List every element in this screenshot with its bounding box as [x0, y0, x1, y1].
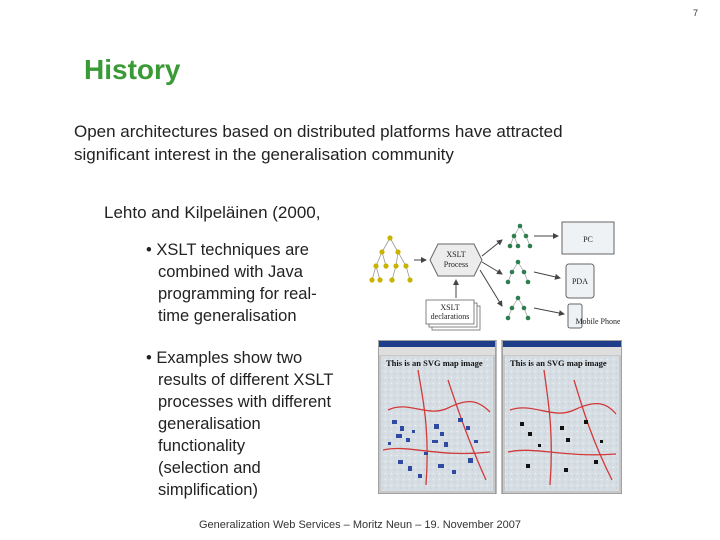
bullet-line: generalisation — [158, 415, 261, 433]
svg-map-screenshots: This is an SVG map image This is an SVG … — [378, 340, 622, 494]
map-caption-right: This is an SVG map image — [510, 358, 607, 368]
source-tree-icon — [369, 235, 413, 283]
pc-label: PC — [583, 235, 593, 244]
map-caption-left: This is an SVG map image — [386, 358, 483, 368]
pda-label: PDA — [572, 277, 588, 286]
bullet-line: functionality — [158, 437, 246, 455]
pda-device: PDA — [565, 263, 595, 299]
bullet-line: results of different XSLT — [158, 371, 334, 389]
xslt-declarations-label: XSLT — [440, 303, 459, 312]
mobile-phone-label: Mobile Phone — [575, 317, 620, 326]
page-number: 7 — [692, 8, 698, 18]
slide-title: History — [84, 54, 181, 85]
xslt-process-label: XSLT — [446, 250, 465, 259]
bullet-line: simplification) — [158, 481, 258, 499]
bullet-examples: • Examples show two results of different… — [146, 347, 366, 501]
xslt-declarations-label: declarations — [431, 312, 470, 321]
output-tree-icon — [505, 223, 533, 321]
xslt-process-shape: XSLT Process — [429, 243, 483, 277]
slide-footer: Generalization Web Services – Moritz Neu… — [198, 519, 521, 531]
map-screenshot-left: This is an SVG map image — [378, 340, 497, 494]
intro-line: significant interest in the generalisati… — [74, 145, 454, 164]
mobile-phone-device: Mobile Phone — [567, 303, 620, 329]
xslt-process-label: Process — [444, 260, 468, 269]
bullet-xslt-java: • XSLT techniques are combined with Java… — [146, 239, 366, 327]
map-screenshot-right: This is an SVG map image — [501, 340, 622, 494]
bullet-line: time generalisation — [158, 307, 297, 325]
bullet-line: • Examples show two — [146, 349, 303, 367]
xslt-declarations-shape: XSLT declarations — [425, 299, 481, 331]
intro-paragraph: Open architectures based on distributed … — [74, 120, 674, 166]
xslt-architecture-diagram: XSLT Process XSLT declarations — [369, 221, 620, 331]
intro-line: Open architectures based on distributed … — [74, 122, 563, 141]
bullet-line: processes with different — [158, 393, 332, 411]
pc-device: PC — [561, 221, 615, 255]
bullet-line: • XSLT techniques are — [146, 241, 309, 259]
bullet-line: (selection and — [158, 459, 261, 477]
bullet-line: combined with Java — [158, 263, 303, 281]
reference-citation: Lehto and Kilpeläinen (2000, — [104, 203, 321, 222]
bullet-line: programming for real- — [158, 285, 317, 303]
